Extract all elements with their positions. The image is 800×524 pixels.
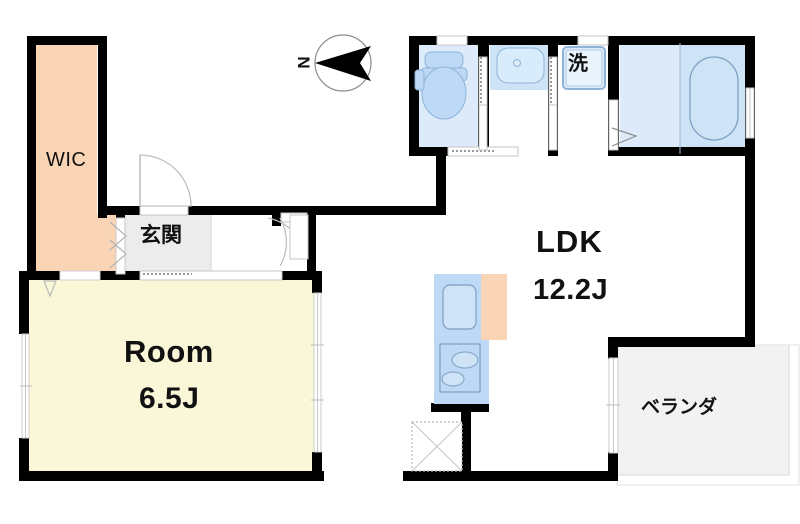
- wall-ldk-right: [745, 36, 755, 346]
- wall-veranda-top: [608, 337, 755, 347]
- wall-hall-top: [98, 206, 445, 215]
- washroom-washer-partition[interactable]: [548, 56, 558, 151]
- wall-washer-right: [608, 36, 619, 156]
- wall-kitchen-vertical: [461, 403, 471, 481]
- wic-door-arrow-icon: [43, 280, 57, 298]
- north-arrow-icon: [314, 34, 372, 92]
- bathroom-window[interactable]: [745, 87, 755, 139]
- wic-door-opening[interactable]: [59, 270, 101, 281]
- wall-wet-bottom-a: [409, 147, 449, 156]
- room-label-genkan: 玄関: [140, 224, 182, 247]
- wall-ldk-bottom: [411, 471, 618, 481]
- wall-room-left-upper: [19, 271, 29, 334]
- wic-hall-door[interactable]: [139, 154, 192, 216]
- room-label-veranda: ベランダ: [641, 397, 718, 418]
- washer-space: [562, 46, 606, 90]
- storage-box: [411, 421, 463, 472]
- bathtub-fixture: [679, 43, 739, 154]
- kitchen-unit: [434, 274, 507, 404]
- room-right-window[interactable]: [311, 292, 324, 453]
- toilet-top-opening: [436, 35, 468, 46]
- wall-room-top-left: [27, 271, 63, 280]
- room-label-ldk: LDK: [536, 224, 603, 259]
- wall-ldk-right-lower: [608, 337, 618, 359]
- room-label-wic: WIC: [46, 149, 87, 171]
- room-hall-sliding-door[interactable]: [139, 270, 283, 281]
- room-floor: [28, 277, 320, 471]
- wic-floor: [35, 40, 97, 276]
- kitchen-sink: [442, 284, 477, 330]
- wall-hall-jamb-b: [307, 206, 316, 276]
- wall-wic-left: [27, 36, 36, 280]
- room-left-window[interactable]: [20, 333, 32, 439]
- room-area-ldk: 12.2J: [533, 274, 609, 306]
- wall-wet-bottom-c: [608, 147, 755, 156]
- washer-top-opening: [577, 35, 609, 46]
- wall-room-right-lower: [312, 452, 322, 481]
- wall-room-top-b: [281, 271, 321, 280]
- bathroom-door[interactable]: [608, 99, 638, 151]
- wall-room-right-upper: [312, 271, 322, 293]
- veranda-floor: [616, 344, 790, 476]
- toilet-fixture: [414, 51, 468, 120]
- wall-kitchen-base: [431, 403, 489, 412]
- veranda-sliding-door[interactable]: [606, 357, 620, 454]
- room-label-washer: 洗: [568, 53, 588, 75]
- wall-room-bottom: [19, 471, 324, 481]
- north-label: N: [294, 56, 314, 69]
- hall-door[interactable]: [267, 212, 309, 267]
- room-label-room: Room: [124, 334, 214, 369]
- wall-ldk-bottom-left: [403, 471, 473, 481]
- toilet-washroom-partition[interactable]: [478, 56, 488, 151]
- wall-hall-left-nub: [98, 206, 107, 218]
- room-area-room: 6.5J: [139, 382, 200, 415]
- wall-room-top: [80, 271, 140, 280]
- wall-wet-bottom-b: [548, 147, 558, 156]
- wall-room-left-lower: [19, 438, 29, 480]
- wall-wic-top: [27, 36, 107, 45]
- wall-wet-left: [409, 36, 419, 156]
- wall-wic-right: [98, 36, 107, 216]
- wall-hall-jamb-a: [272, 206, 281, 226]
- wall-corridor-vertical: [436, 147, 446, 215]
- entrance-door[interactable]: [109, 217, 127, 275]
- wall-ldk-bottom-right-nub: [608, 452, 618, 481]
- washbasin-fixture: [496, 47, 545, 84]
